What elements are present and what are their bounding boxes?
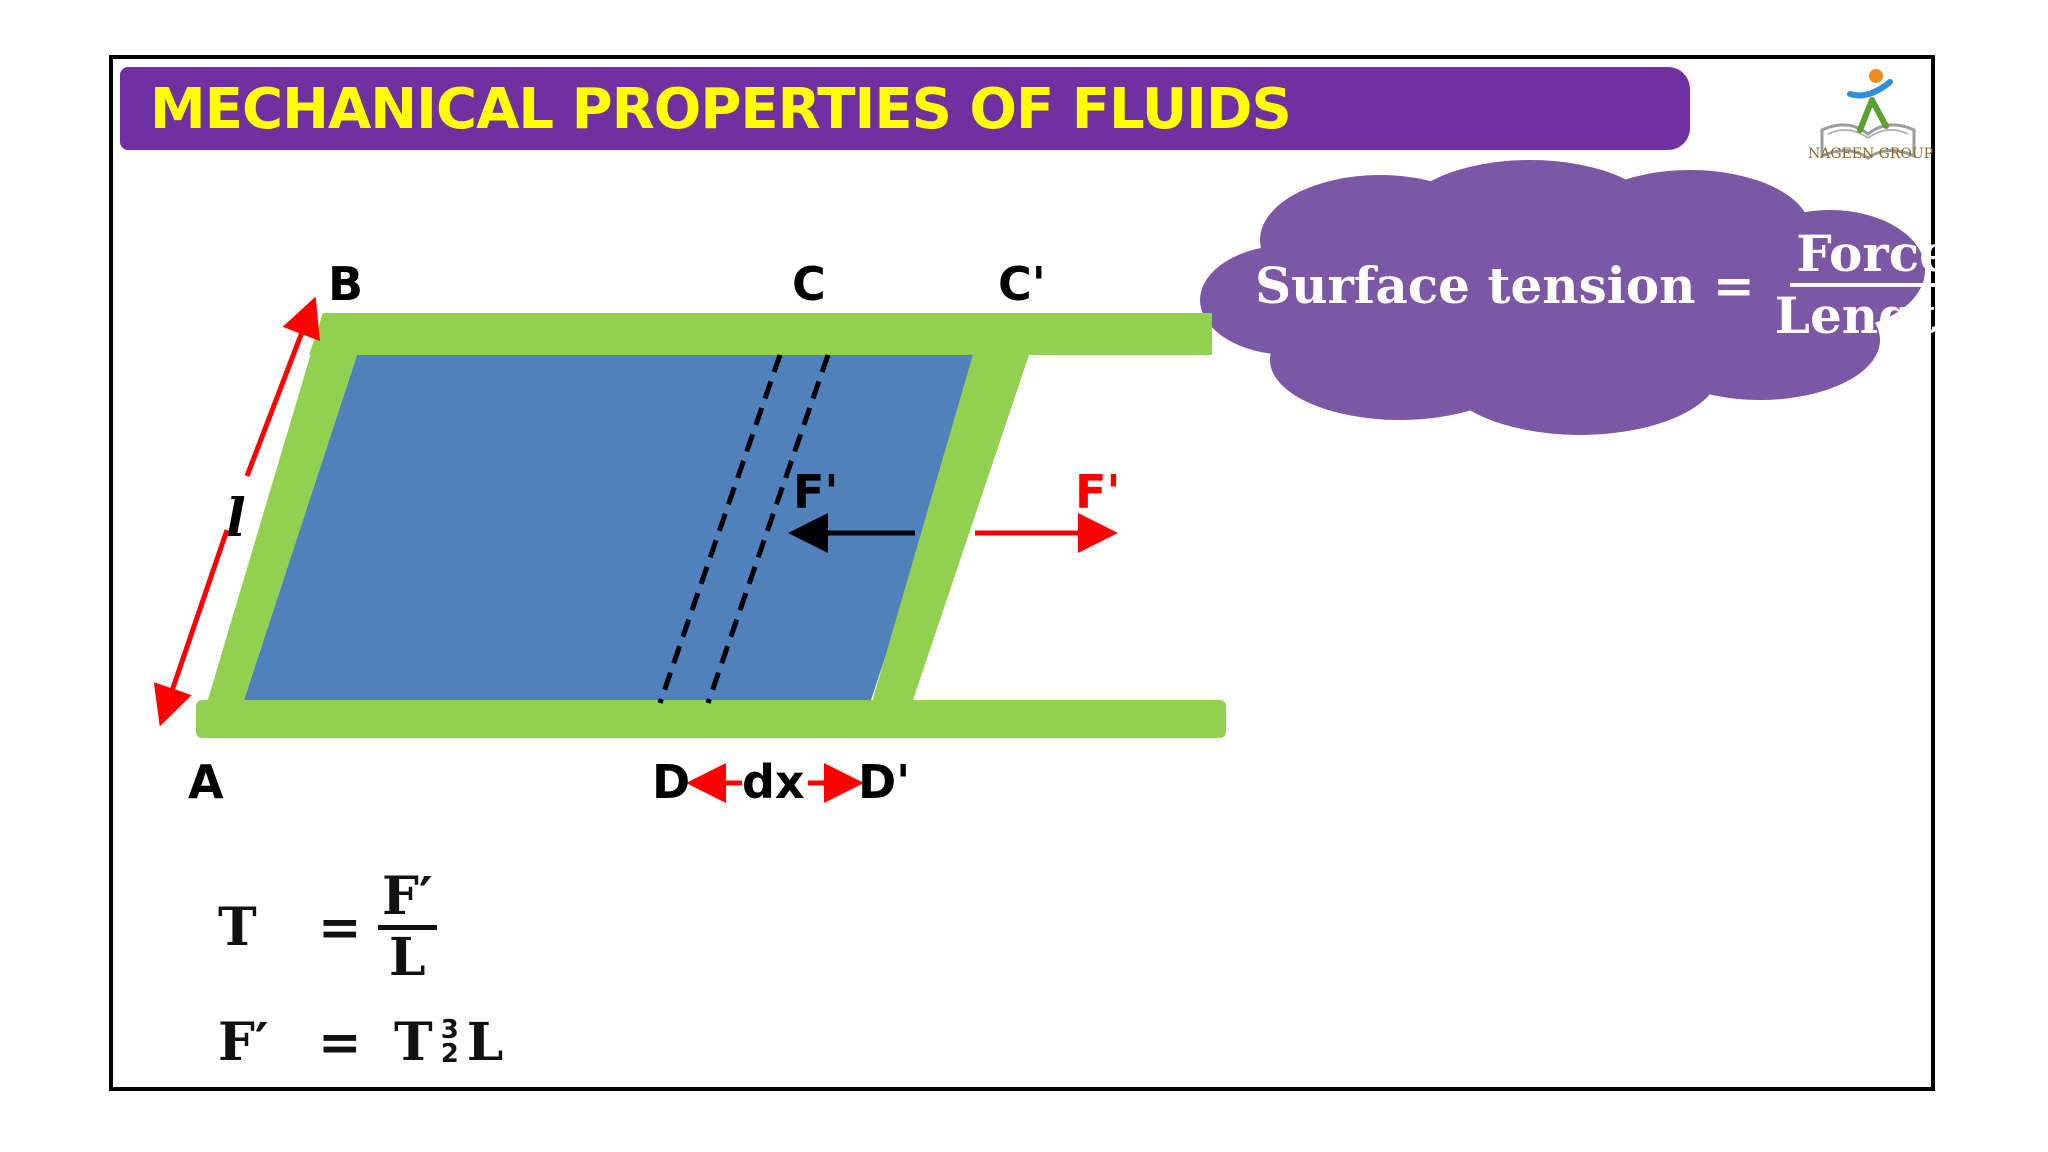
- eq2-op: =: [318, 1011, 362, 1073]
- movable-wire: [863, 313, 1029, 733]
- formula-denominator: Length: [1774, 286, 1973, 345]
- formula-numerator: Force: [1790, 225, 1957, 287]
- length-arrow-lower: [153, 529, 230, 727]
- dashed-line-displaced: [705, 354, 831, 704]
- wire-top: [309, 313, 1212, 355]
- eq2-lhs: F′: [218, 1011, 269, 1073]
- label-C: C: [792, 257, 826, 311]
- slide-title: MECHANICAL PROPERTIES OF FLUIDS: [150, 77, 1292, 142]
- eq2-symbol-top: 3: [440, 1015, 459, 1045]
- length-arrow: [244, 296, 320, 477]
- wire-bottom: [196, 700, 1226, 738]
- eq1-lhs: T: [218, 896, 257, 958]
- eq2-rhs-b: L: [466, 1011, 504, 1073]
- slide-frame: [109, 55, 1935, 1091]
- eq1-denominator: L: [389, 926, 426, 988]
- surface-tension-formula: Surface tension = Force Length: [1255, 225, 1979, 345]
- eq2-rhs-a: T: [394, 1011, 433, 1073]
- equation-force: F′ = T 3 2 L: [218, 1011, 504, 1073]
- label-length: l: [226, 488, 246, 549]
- eq2-symbol-bottom: 2: [440, 1039, 459, 1069]
- label-A: A: [188, 755, 224, 809]
- cloud-shape: [1200, 160, 1925, 435]
- label-force-outer: F': [1075, 465, 1121, 519]
- label-D-prime: D': [858, 755, 910, 809]
- eq1-op: =: [318, 896, 362, 958]
- soap-film: [243, 355, 985, 703]
- eq1-numerator: F′: [378, 868, 437, 930]
- nageen-group-logo: [1820, 69, 1916, 160]
- label-dx: dx: [742, 755, 805, 809]
- dashed-line-original: [657, 354, 783, 704]
- label-force-inner: F': [793, 465, 839, 519]
- eq2-symbol: 3 2: [440, 1015, 459, 1069]
- equation-tension: T = F′ L: [218, 868, 437, 986]
- formula-lhs: Surface tension =: [1255, 255, 1755, 315]
- title-banner: [120, 67, 1690, 150]
- eq1-fraction: F′ L: [378, 868, 437, 988]
- label-B: B: [328, 257, 363, 311]
- label-D: D: [652, 755, 690, 809]
- formula-fraction: Force Length: [1769, 225, 1979, 345]
- logo-text: NAGEEN GROUP: [1808, 146, 1934, 162]
- label-C-prime: C': [998, 257, 1046, 311]
- wire-left: [198, 313, 357, 733]
